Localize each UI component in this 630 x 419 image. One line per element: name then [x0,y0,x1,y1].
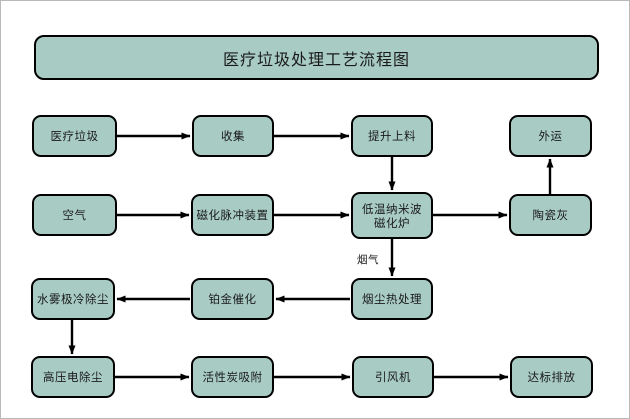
node-compliant-discharge[interactable]: 达标排放 [510,356,593,398]
node-nano-wave-furnace[interactable]: 低温纳米波 磁化炉 [351,192,433,239]
node-air[interactable]: 空气 [32,194,117,236]
node-medical-waste[interactable]: 医疗垃圾 [32,115,117,157]
diagram-title: 医疗垃圾处理工艺流程图 [34,35,599,80]
node-flue-dust-treatment[interactable]: 烟尘热处理 [351,278,433,320]
edge-label-flue-gas-label: 烟气 [357,254,379,266]
node-induced-draft-fan[interactable]: 引风机 [352,356,434,398]
node-collection[interactable]: 收集 [192,115,274,157]
node-high-voltage-esp[interactable]: 高压电除尘 [31,356,115,398]
node-outbound-transport[interactable]: 外运 [509,115,592,157]
node-magnetic-pulse-unit[interactable]: 磁化脉冲装置 [191,194,274,236]
node-lifting-feeding[interactable]: 提升上料 [351,115,433,157]
node-activated-carbon[interactable]: 活性炭吸附 [191,356,274,398]
node-water-mist-cooling[interactable]: 水雾极冷除尘 [31,278,115,320]
node-platinum-catalysis[interactable]: 铂金催化 [191,278,274,320]
node-ceramic-ash[interactable]: 陶瓷灰 [509,194,592,236]
